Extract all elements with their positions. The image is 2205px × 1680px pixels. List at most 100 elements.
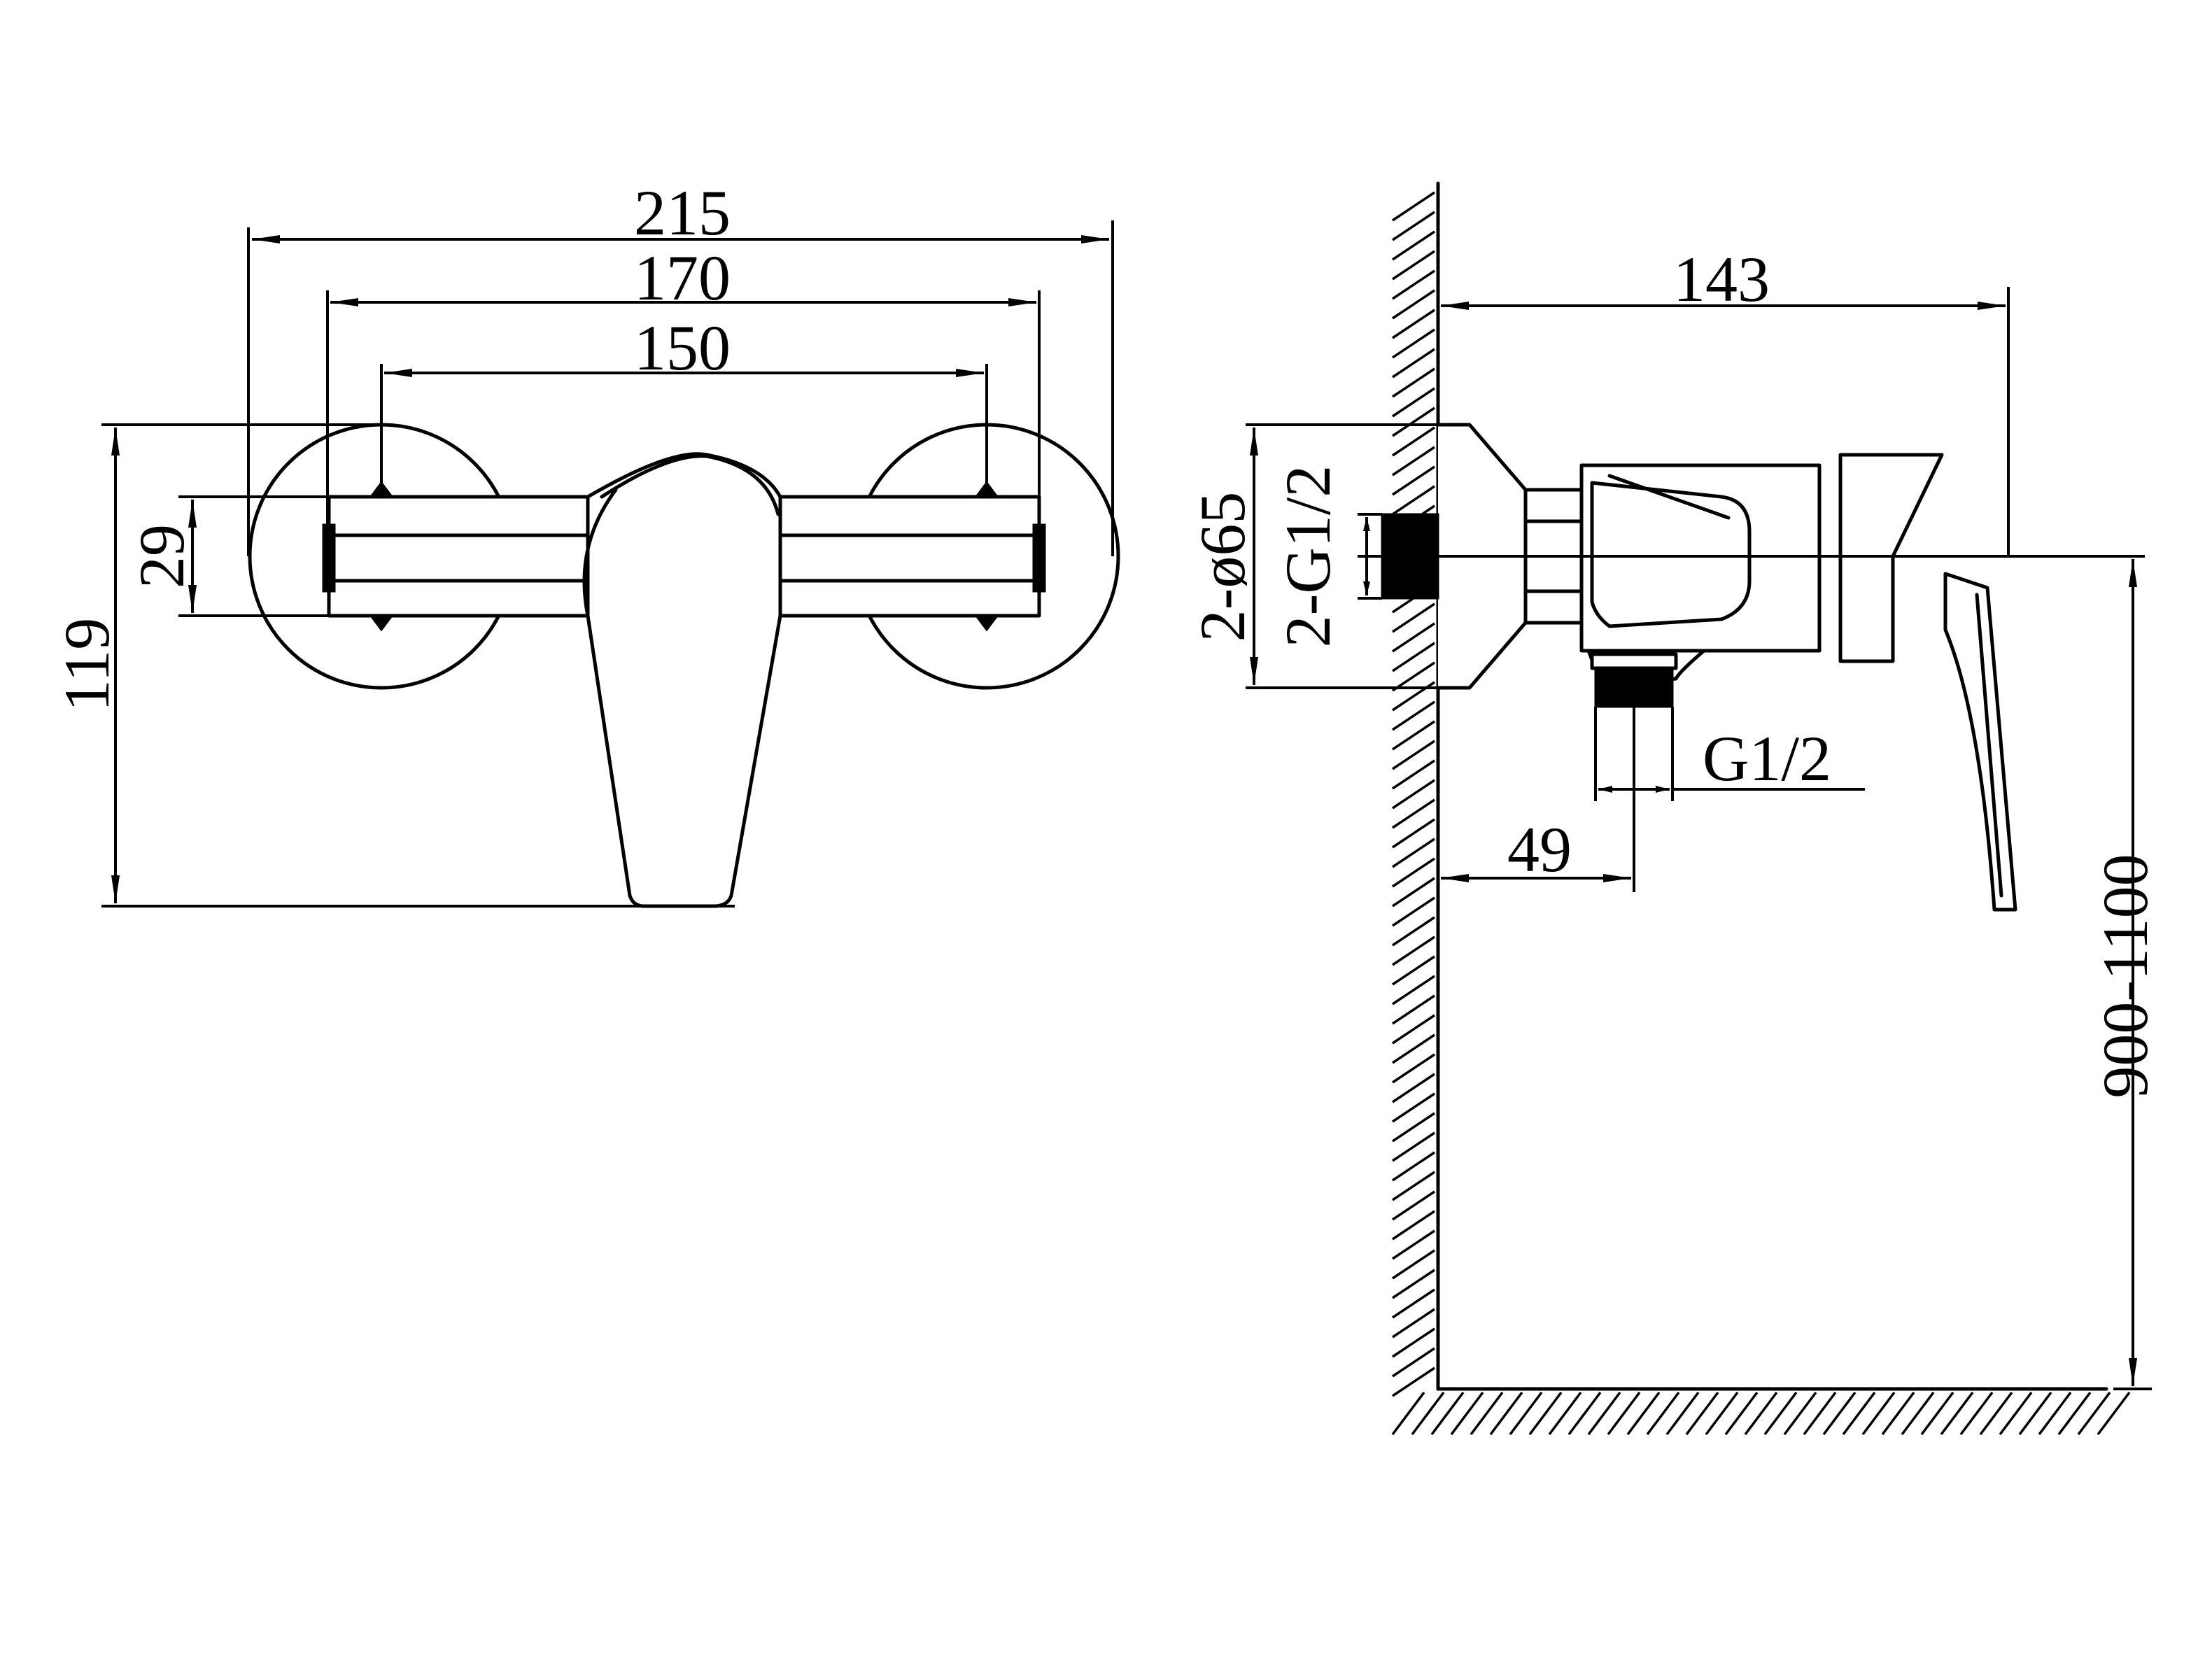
- wall-hatch-line: [1392, 700, 1435, 731]
- floor-hatch-line: [1822, 1391, 1857, 1436]
- wall-hatch-line: [1392, 230, 1435, 261]
- wall-hatch-line: [1392, 975, 1435, 1005]
- dim-text-g12-inlet: 2-G1/2: [1272, 465, 1344, 648]
- wall-hatch-line: [1392, 1053, 1435, 1084]
- floor-hatch-line: [1901, 1391, 1935, 1436]
- dim-text-65: 2-ø65: [1187, 492, 1258, 642]
- wall-hatch-line: [1392, 740, 1435, 770]
- wall-hatch-line: [1392, 1014, 1435, 1045]
- wall-hatch-line: [1392, 1367, 1435, 1397]
- wall-hatch-line: [1392, 720, 1435, 751]
- wall-hatch-line: [1392, 838, 1435, 868]
- wall-hatch-line: [1392, 426, 1435, 457]
- floor-hatch-line: [1489, 1391, 1523, 1436]
- floor-hatch-line: [1411, 1391, 1445, 1436]
- wall-hatch-line: [1392, 211, 1435, 241]
- wall-hatch-line: [1392, 485, 1435, 516]
- outlet-nipple: [1586, 649, 1706, 708]
- wall-hatch-line: [1392, 936, 1435, 966]
- wall-hatch-line: [1392, 602, 1435, 633]
- wall-hatch-line: [1392, 1327, 1435, 1358]
- floor-hatch-line: [2097, 1391, 2131, 1436]
- wall-hatch-line: [1392, 1269, 1435, 1299]
- dim-text-900-1100: 900-1100: [2090, 854, 2161, 1098]
- floor-hatch-line: [2077, 1391, 2111, 1436]
- dim-text-215: 215: [634, 177, 731, 248]
- side-view: 143 2-ø65 2-G1/2 G1/2 49 900-1100: [1187, 181, 2161, 1436]
- dim-text-119: 119: [51, 618, 122, 712]
- floor-hatch-line: [1607, 1391, 1641, 1436]
- wall-hatch-line: [1392, 1190, 1435, 1221]
- wall-hatch-line: [1392, 250, 1435, 281]
- dim-text-29: 29: [126, 524, 197, 588]
- wall-hatch-line: [1392, 818, 1435, 849]
- wall-hatch-line: [1392, 1288, 1435, 1319]
- wall-hatch-line: [1392, 955, 1435, 986]
- wall-hatch-line: [1392, 1249, 1435, 1280]
- floor-hatch-line: [1881, 1391, 1915, 1436]
- wall-hatch-line: [1392, 1171, 1435, 1201]
- wall-hatch-line: [1392, 387, 1435, 418]
- wall-hatch-line: [1392, 877, 1435, 908]
- wall-hatch-line: [1392, 896, 1435, 927]
- floor-hatch-line: [2018, 1391, 2052, 1436]
- floor-hatch-line: [1391, 1391, 1425, 1436]
- floor-hatch-line: [1705, 1391, 1739, 1436]
- wall-hatch-line: [1392, 191, 1435, 222]
- wall-hatch-line: [1392, 269, 1435, 300]
- wall-hatch-line: [1392, 446, 1435, 477]
- floor-hatch-line: [1744, 1391, 1778, 1436]
- front-view: 215 170 150 119 29: [51, 177, 1120, 908]
- wall-hatch-line: [1392, 1092, 1435, 1123]
- dim-text-143: 143: [1673, 243, 1770, 315]
- floor-hatch-line: [1685, 1391, 1719, 1436]
- dim-text-g12-outlet: G1/2: [1703, 723, 1831, 794]
- wall-hatch-line: [1392, 857, 1435, 888]
- floor-hatch-line: [2057, 1391, 2092, 1436]
- dim-text-150: 150: [634, 312, 731, 383]
- floor-hatch-line: [1920, 1391, 1954, 1436]
- wall-hatching: [1391, 181, 2131, 1436]
- wall-hatch-line: [1392, 798, 1435, 829]
- floor-hatch-line: [1959, 1391, 1994, 1436]
- floor-hatch-line: [1724, 1391, 1759, 1436]
- wall-hatch-line: [1392, 1151, 1435, 1182]
- floor-hatch-line: [1999, 1391, 2033, 1436]
- floor-hatch-line: [1803, 1391, 1837, 1436]
- wall-hatch-line: [1392, 1229, 1435, 1260]
- wall-hatch-line: [1392, 289, 1435, 320]
- wall-hatch-line: [1392, 779, 1435, 810]
- floor-hatch-line: [1783, 1391, 1817, 1436]
- floor-hatch-line: [2038, 1391, 2072, 1436]
- dim-text-170: 170: [634, 242, 731, 313]
- wall-hatch-line: [1392, 407, 1435, 437]
- wall-hatch-line: [1392, 994, 1435, 1025]
- wall-hatch-line: [1392, 642, 1435, 672]
- wall-hatch-line: [1392, 367, 1435, 398]
- wall-hatch-line: [1392, 328, 1435, 359]
- floor-hatch-line: [1509, 1391, 1543, 1436]
- floor-hatch-line: [1665, 1391, 1700, 1436]
- wall-hatch-line: [1392, 1112, 1435, 1143]
- floor-hatch-line: [1587, 1391, 1621, 1436]
- wall-hatch-line: [1392, 622, 1435, 653]
- wall-hatch-line: [1392, 661, 1435, 692]
- floor-hatch-line: [1940, 1391, 1974, 1436]
- floor-hatch-line: [1861, 1391, 1896, 1436]
- floor-hatch-line: [1470, 1391, 1504, 1436]
- wall-hatch-line: [1392, 348, 1435, 379]
- wall-hatch-line: [1392, 465, 1435, 496]
- mixer-lever: [586, 452, 782, 908]
- floor-hatch-line: [1430, 1391, 1465, 1436]
- floor-hatch-line: [1528, 1391, 1563, 1436]
- floor-hatch-line: [1646, 1391, 1680, 1436]
- wall-hatch-line: [1392, 1033, 1435, 1064]
- side-mixer-body: [1579, 453, 2017, 912]
- wall-hatch-line: [1392, 1210, 1435, 1241]
- floor-hatch-line: [1568, 1391, 1602, 1436]
- wall-hatch-line: [1392, 1347, 1435, 1378]
- wall-hatch-line: [1392, 309, 1435, 339]
- wall-hatch-line: [1392, 916, 1435, 947]
- floor-hatch-line: [1979, 1391, 2013, 1436]
